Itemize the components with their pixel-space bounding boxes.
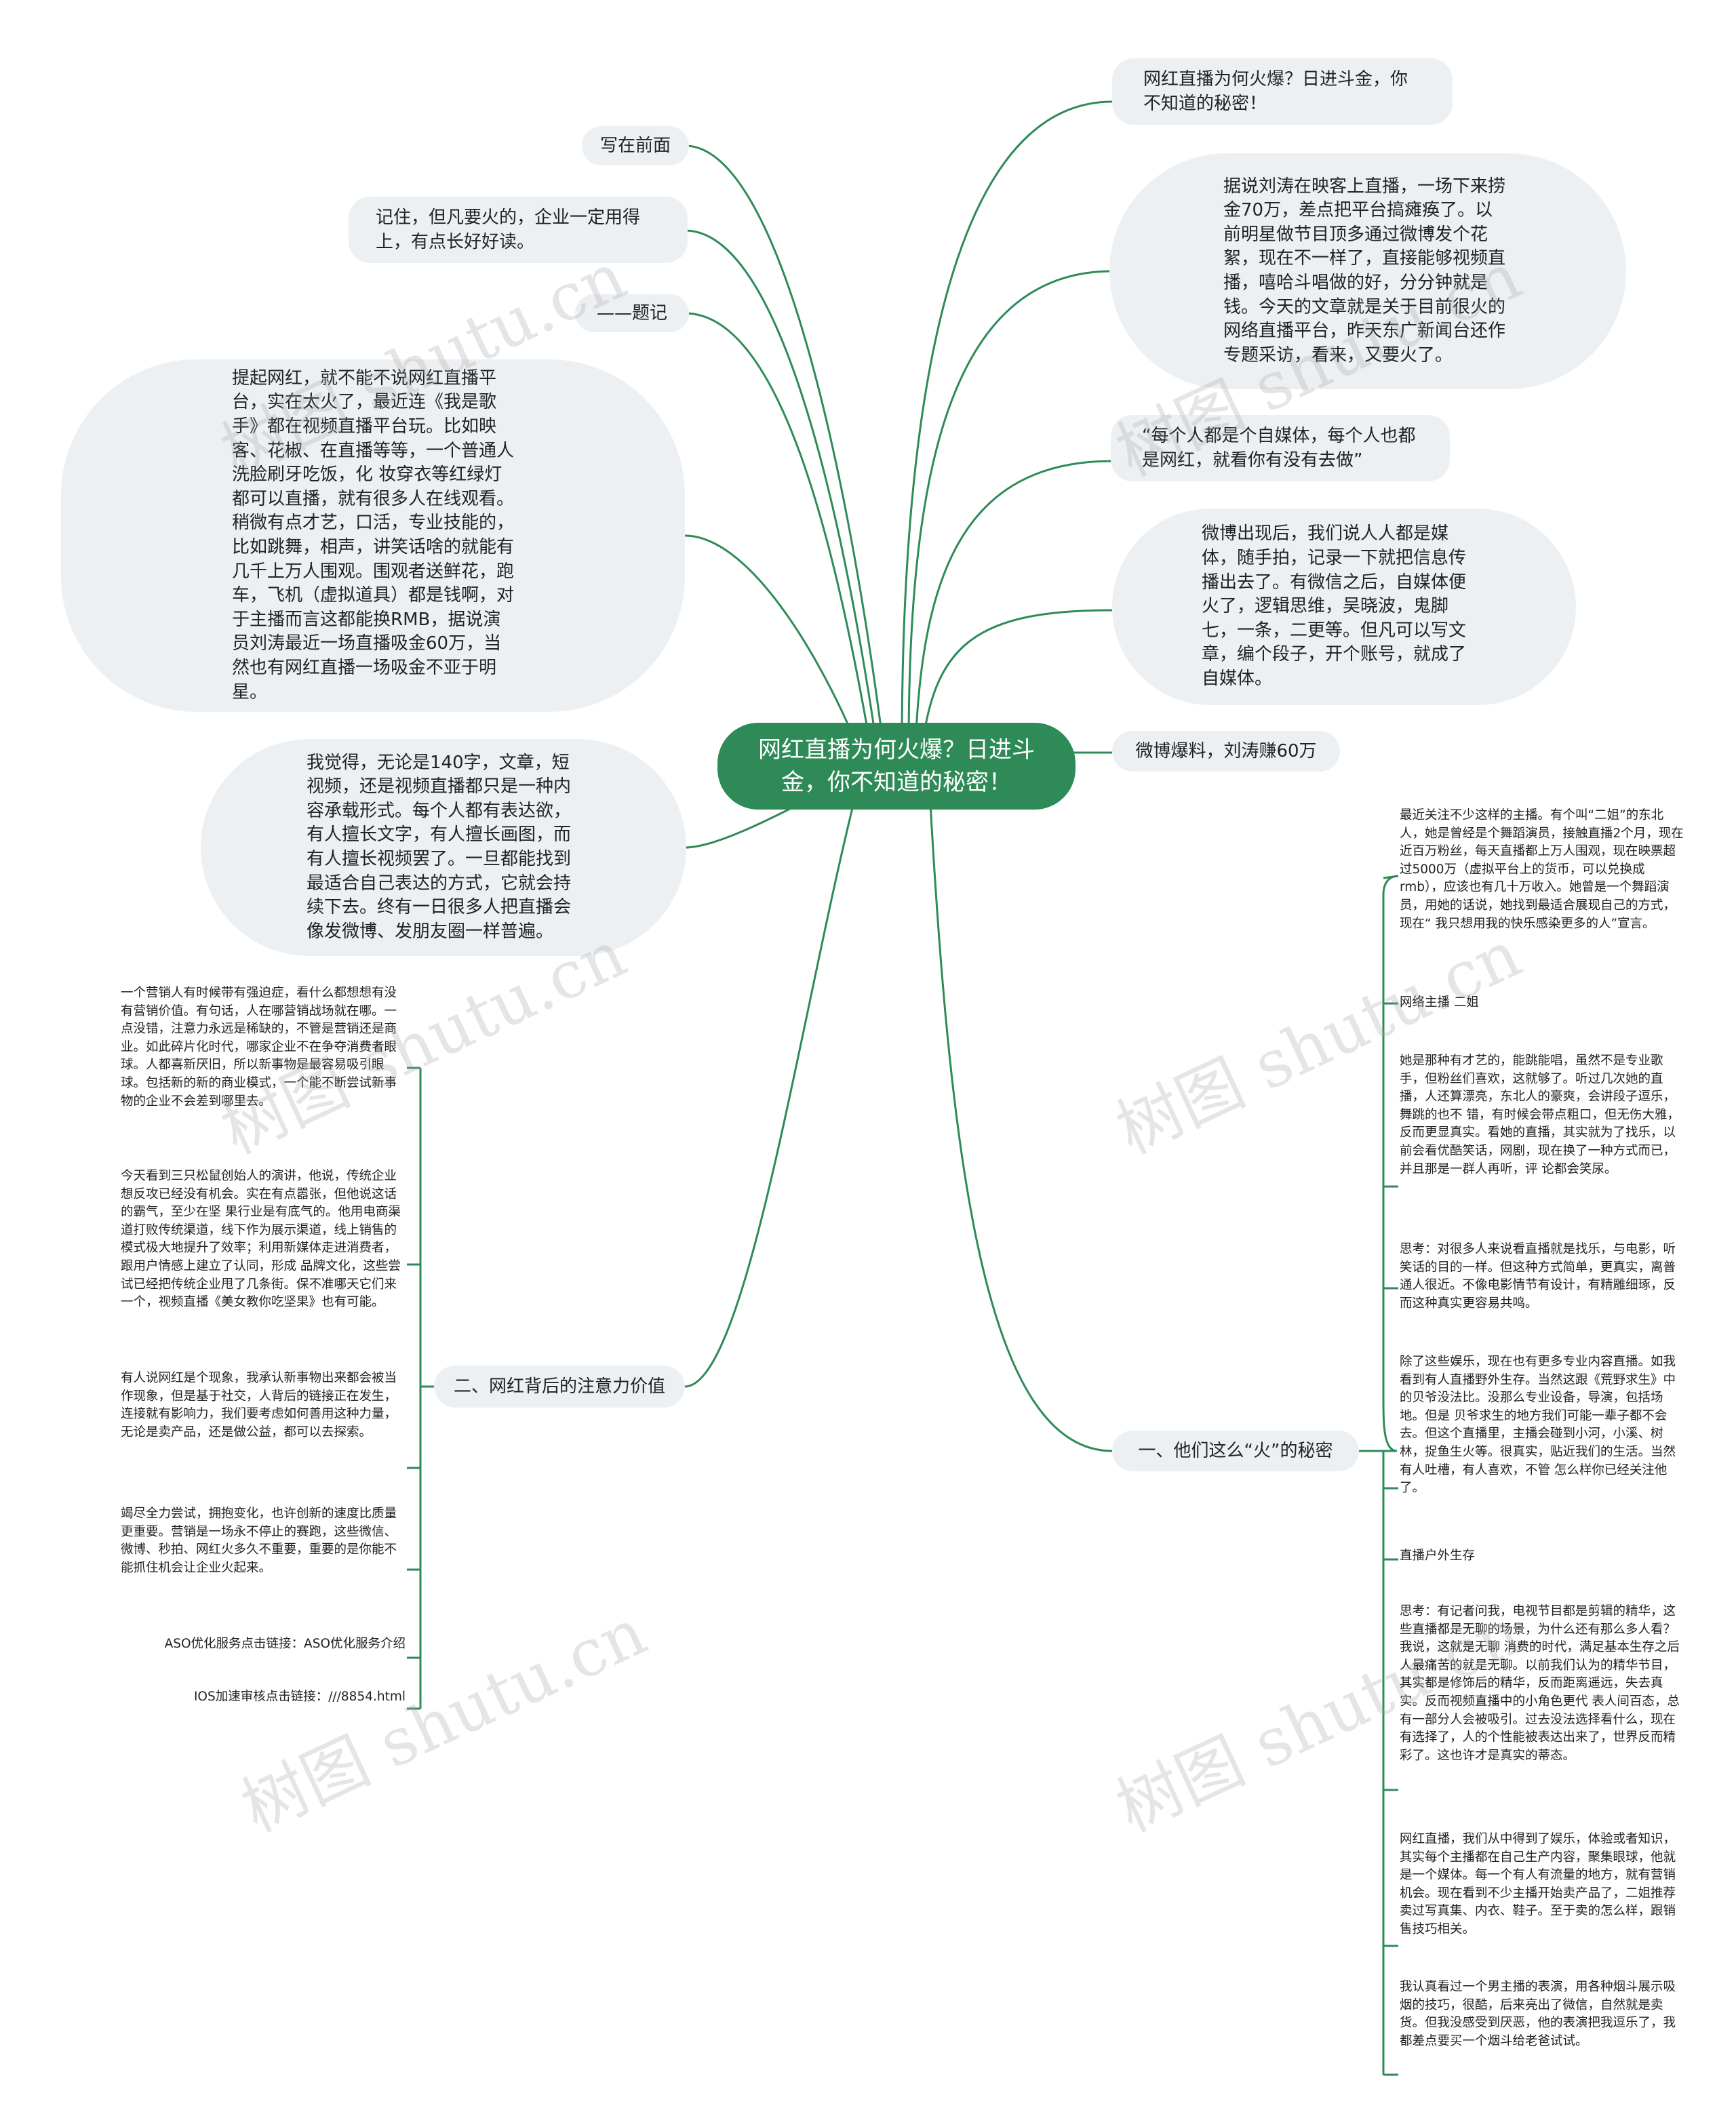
node-liutao-live[interactable]: 据说刘涛在映客上直播，一场下来捞金70万，差点把平台搞瘫痪了。以前明星做节目顶多… <box>1109 153 1626 389</box>
central-topic-text: 网红直播为何火爆？日进斗金，你不知道的秘密！ <box>758 736 1035 796</box>
leaf-secret-6: 直播户外生存 <box>1400 1549 1476 1563</box>
branch-secret[interactable]: 一、他们这么“火”的秘密 <box>1112 1431 1359 1471</box>
leaf-secret-3: 她是那种有才艺的，能跳能唱，虽然不是专业歌手，但粉丝们喜欢，这就够了。听过几次她… <box>1400 1054 1680 1176</box>
leaf-attention-4: 竭尽全力尝试，拥抱变化，也许创新的速度比质量更重要。营销是一场永不停止的赛跑，这… <box>121 1507 397 1575</box>
edge-right-2 <box>907 270 1113 747</box>
edge-right-1 <box>901 100 1113 747</box>
edge-branch1-trunk <box>1382 875 1399 1452</box>
edge-right-3 <box>914 460 1113 747</box>
leaf-secret-7: 思考：有记者问我，电视节目都是剪辑的精华，这些直播都是无聊的场景，为什么还有那么… <box>1400 1604 1680 1763</box>
leaf-ios-link[interactable]: IOS加速审核点击链接：///8854.html <box>193 1690 406 1704</box>
edge-left-4 <box>684 534 856 740</box>
leaf-secret-8: 网红直播，我们从中得到了娱乐，体验或者知识，其实每个主播都在自己生产内容，聚集眼… <box>1400 1832 1676 1936</box>
leaf-secret-1: 最近关注不少这样的主播。有个叫“二姐”的东北人，她是曾经是个舞蹈演员，接触直播2… <box>1400 808 1684 931</box>
node-remember[interactable]: 记住，但凡要火的，企业一定用得上，有点长好好读。 <box>349 197 688 263</box>
edge-left-2 <box>684 229 876 733</box>
node-title-repeat[interactable]: 网红直播为何火爆？日进斗金，你不知道的秘密！ <box>1112 58 1453 125</box>
node-weibo-media[interactable]: 微博出现后，我们说人人都是媒体，随手拍，记录一下就把信息传播出去了。有微信之后，… <box>1112 509 1576 705</box>
leaf-aso-link[interactable]: ASO优化服务点击链接：ASO优化服务介绍 <box>164 1637 406 1651</box>
leaf-attention-1: 一个营销人有时候带有强迫症，看什么都想想有没有营销价值。有句话，人在哪营销战场就… <box>121 986 397 1109</box>
leaf-secret-5: 除了这些娱乐，现在也有更多专业内容直播。如我看到有人直播野外生存。当然这跟《荒野… <box>1400 1355 1676 1496</box>
edge-right-4 <box>921 609 1113 747</box>
node-content-form[interactable]: 我觉得，无论是140字，文章，短视频，还是视频直播都只是一种内容承载形式。每个人… <box>201 739 686 956</box>
node-live-platform[interactable]: 提起网红，就不能不说网红直播平台，实在太火了，最近连《我是歌手》都在视频直播平台… <box>61 359 685 712</box>
branch-attention-value[interactable]: 二、网红背后的注意力价值 <box>434 1366 685 1408</box>
leaf-secret-2: 网络主播 二姐 <box>1400 995 1479 1010</box>
node-weibo-news[interactable]: 微博爆料，刘涛赚60万 <box>1112 731 1340 772</box>
edge-right-branch1 <box>928 779 1113 1452</box>
edge-left-3 <box>684 312 869 733</box>
edge-left-branch2 <box>684 799 856 1388</box>
leaf-attention-2: 今天看到三只松鼠创始人的演讲，他说，传统企业想反攻已经没有机会。实在有点嚣张，但… <box>121 1169 401 1310</box>
node-intro[interactable]: 写在前面 <box>582 126 689 165</box>
leaf-secret-4: 思考：对很多人来说看直播就是找乐，与电影，听笑话的目的一样。但这种方式简单，更真… <box>1400 1242 1676 1311</box>
leaf-attention-3: 有人说网红是个现象，我承认新事物出来都会被当作现象，但是基于社交，人背后的链接正… <box>121 1371 397 1439</box>
node-self-media-quote[interactable]: “每个人都是个自媒体，每个人也都是网红，就看你有没有去做” <box>1111 415 1450 481</box>
central-topic[interactable]: 网红直播为何火爆？日进斗金，你不知道的秘密！ <box>717 723 1076 810</box>
node-epigraph[interactable]: ——题记 <box>575 294 689 332</box>
leaf-secret-9: 我认真看过一个男主播的表演，用各种烟斗展示吸烟的技巧，很酷，后来亮出了微信，自然… <box>1400 1980 1676 2048</box>
edge-left-1 <box>684 144 883 733</box>
